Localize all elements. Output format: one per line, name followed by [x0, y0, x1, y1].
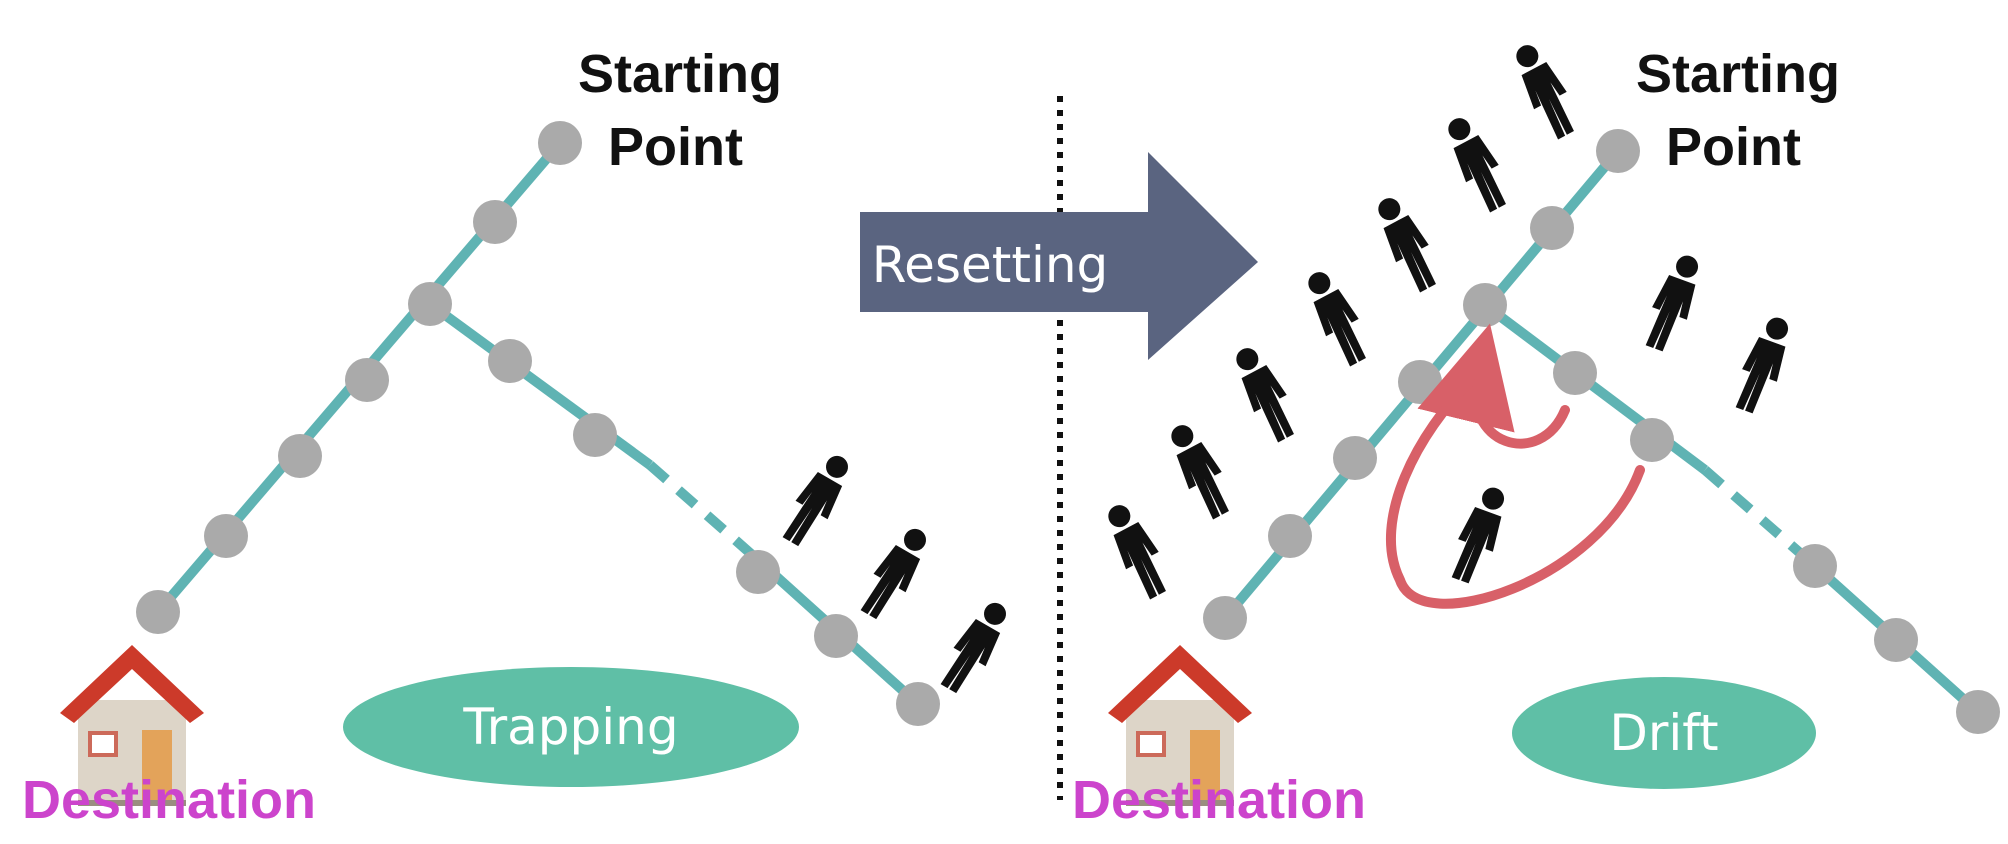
person-icon [1160, 417, 1240, 523]
left-start-label-line2: Point [608, 117, 743, 177]
left-node [204, 514, 248, 558]
loop-arrow-icon [1386, 323, 1645, 609]
left-node [538, 121, 582, 165]
person-icon [934, 594, 1017, 700]
left-node [814, 614, 858, 658]
drift-badge-label: Drift [1609, 704, 1718, 762]
right-node [1874, 618, 1918, 662]
right-node [1203, 596, 1247, 640]
house-icon [60, 645, 204, 806]
left-node [473, 200, 517, 244]
person-icon [1225, 340, 1305, 446]
person-icon [1297, 264, 1377, 370]
right-node [1463, 283, 1507, 327]
left-start-label-line1: Starting [578, 44, 782, 104]
right-node [1596, 129, 1640, 173]
left-node [736, 550, 780, 594]
trapping-badge-label: Trapping [462, 698, 678, 756]
person-icon [1505, 37, 1585, 143]
right-node [1630, 418, 1674, 462]
left-destination-label: Destination [22, 770, 316, 830]
left-node [896, 682, 940, 726]
left-node [488, 339, 532, 383]
right-node [1553, 351, 1597, 395]
person-icon [1097, 497, 1177, 603]
left-node [278, 434, 322, 478]
person-icon [1437, 110, 1517, 216]
right-start-label-line1: Starting [1636, 44, 1840, 104]
left-panel: Starting Point Destination Trapping [22, 44, 1017, 830]
drift-badge: Drift [1512, 677, 1816, 789]
right-node [1530, 206, 1574, 250]
person-icon [1639, 249, 1708, 356]
person-icon [1445, 481, 1514, 588]
right-node [1956, 690, 2000, 734]
right-node [1793, 544, 1837, 588]
resetting-label: Resetting [872, 236, 1109, 294]
person-icon [776, 447, 859, 553]
right-arrow-icon: Resetting [860, 152, 1258, 360]
left-node [573, 413, 617, 457]
right-start-label-line2: Point [1666, 117, 1801, 177]
left-node [345, 358, 389, 402]
left-walkers [776, 447, 1017, 700]
left-node [408, 282, 452, 326]
left-node [136, 590, 180, 634]
right-node [1398, 360, 1442, 404]
right-destination-label: Destination [1072, 770, 1366, 830]
person-icon [854, 520, 937, 626]
right-node [1268, 514, 1312, 558]
right-branch-dashed [1701, 466, 1819, 570]
right-panel: Starting Point Destination Drift [1072, 37, 2000, 830]
person-icon [1729, 311, 1798, 418]
person-icon [1367, 190, 1447, 296]
left-branch-dashed [646, 461, 762, 564]
left-branch-path [427, 299, 653, 470]
trapping-badge: Trapping [343, 667, 799, 787]
right-node [1333, 436, 1377, 480]
left-nodes [136, 121, 940, 726]
right-nodes [1203, 129, 2000, 734]
house-icon [1108, 645, 1252, 806]
